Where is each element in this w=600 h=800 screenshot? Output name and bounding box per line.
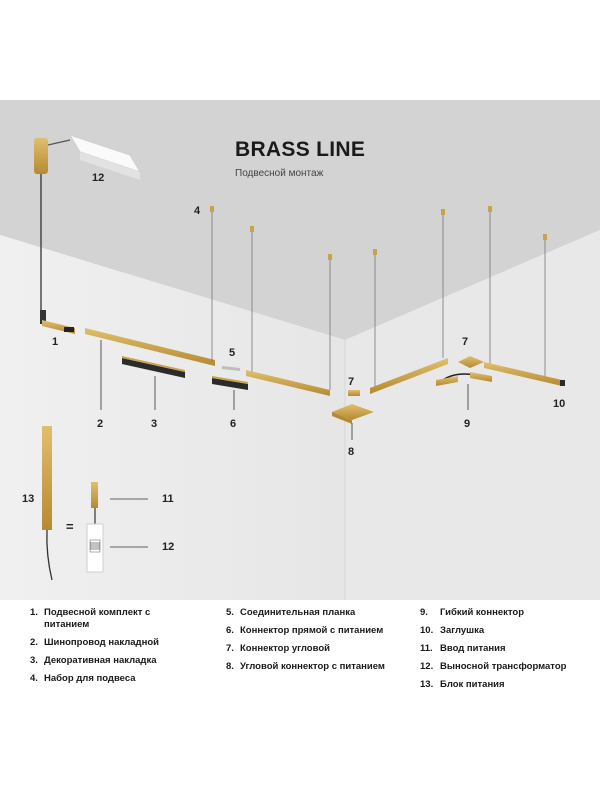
right-wall (345, 230, 600, 600)
callout-1: 1 (52, 336, 59, 348)
page-title: BRASS LINE (235, 138, 366, 161)
surface-track-3 (370, 358, 448, 394)
corner-connector (348, 390, 360, 396)
callout-2: 2 (97, 418, 104, 430)
legend-item: 10.Заглушка (420, 625, 485, 636)
surface-track-2 (246, 370, 330, 396)
legend: 1.Подвесной комплект с питанием 2.Шинопр… (0, 600, 600, 800)
legend-item: 13.Блок питания (420, 679, 505, 690)
callout-9: 9 (464, 418, 471, 430)
pendant-kit (40, 310, 75, 334)
legend-item: 11.Ввод питания (420, 643, 506, 654)
legend-item: 4.Набор для подвеса (30, 673, 136, 684)
transformer-block (86, 523, 104, 573)
surface-track (85, 328, 215, 366)
callout-8: 8 (348, 446, 355, 458)
leader-lines (100, 340, 469, 440)
legend-column-3: 9.Гибкий коннектор 10.Заглушка 11.Ввод п… (420, 607, 590, 697)
legend-item: 1.Подвесной комплект с питанием (30, 607, 151, 630)
legend-column-2: 5.Соединительная планка 6.Коннектор прям… (226, 607, 390, 679)
decorative-overlay (122, 358, 185, 378)
legend-item: 7.Коннектор угловой (226, 643, 330, 654)
product-scene (0, 100, 600, 600)
legend-column-1: 1.Подвесной комплект с питанием 2.Шинопр… (30, 607, 194, 691)
end-cap (560, 380, 565, 386)
callout-5: 5 (229, 347, 236, 359)
legend-item: 12.Выносной трансформатор (420, 661, 567, 672)
transformer-cable (47, 139, 71, 146)
legend-item: 3.Декоративная накладка (30, 655, 157, 666)
psu-cable (46, 529, 53, 581)
legend-item: 9.Гибкий коннектор (420, 607, 525, 618)
power-supply-unit (42, 426, 52, 530)
corner-connector-2 (458, 356, 484, 368)
callout-10: 10 (553, 398, 566, 410)
ceiling-canopy (34, 138, 48, 174)
callout-11: 11 (162, 493, 174, 505)
ceiling (0, 100, 600, 340)
callout-7a: 7 (348, 376, 355, 388)
callout-12-top: 12 (92, 172, 105, 184)
legend-item: 8.Угловой коннектор с питанием (226, 661, 385, 672)
equals-sign: = (66, 519, 74, 534)
callout-4: 4 (194, 205, 201, 217)
callout-7b: 7 (462, 336, 469, 348)
callout-3: 3 (151, 418, 158, 430)
left-wall (0, 235, 345, 600)
legend-item: 6.Коннектор прямой с питанием (226, 625, 384, 636)
legend-item: 2.Шинопровод накладной (30, 637, 159, 648)
callout-12: 12 (162, 541, 175, 553)
page-subtitle: Подвесной монтаж (235, 168, 324, 179)
power-input (91, 482, 98, 508)
connecting-plate (222, 366, 240, 371)
callout-6: 6 (230, 418, 237, 430)
legend-item: 5.Соединительная планка (226, 607, 356, 618)
callout-13: 13 (22, 493, 35, 505)
corner-connector-power (332, 404, 374, 424)
surface-track-4 (484, 362, 562, 386)
straight-connector (212, 378, 248, 390)
remote-transformer (68, 134, 142, 180)
